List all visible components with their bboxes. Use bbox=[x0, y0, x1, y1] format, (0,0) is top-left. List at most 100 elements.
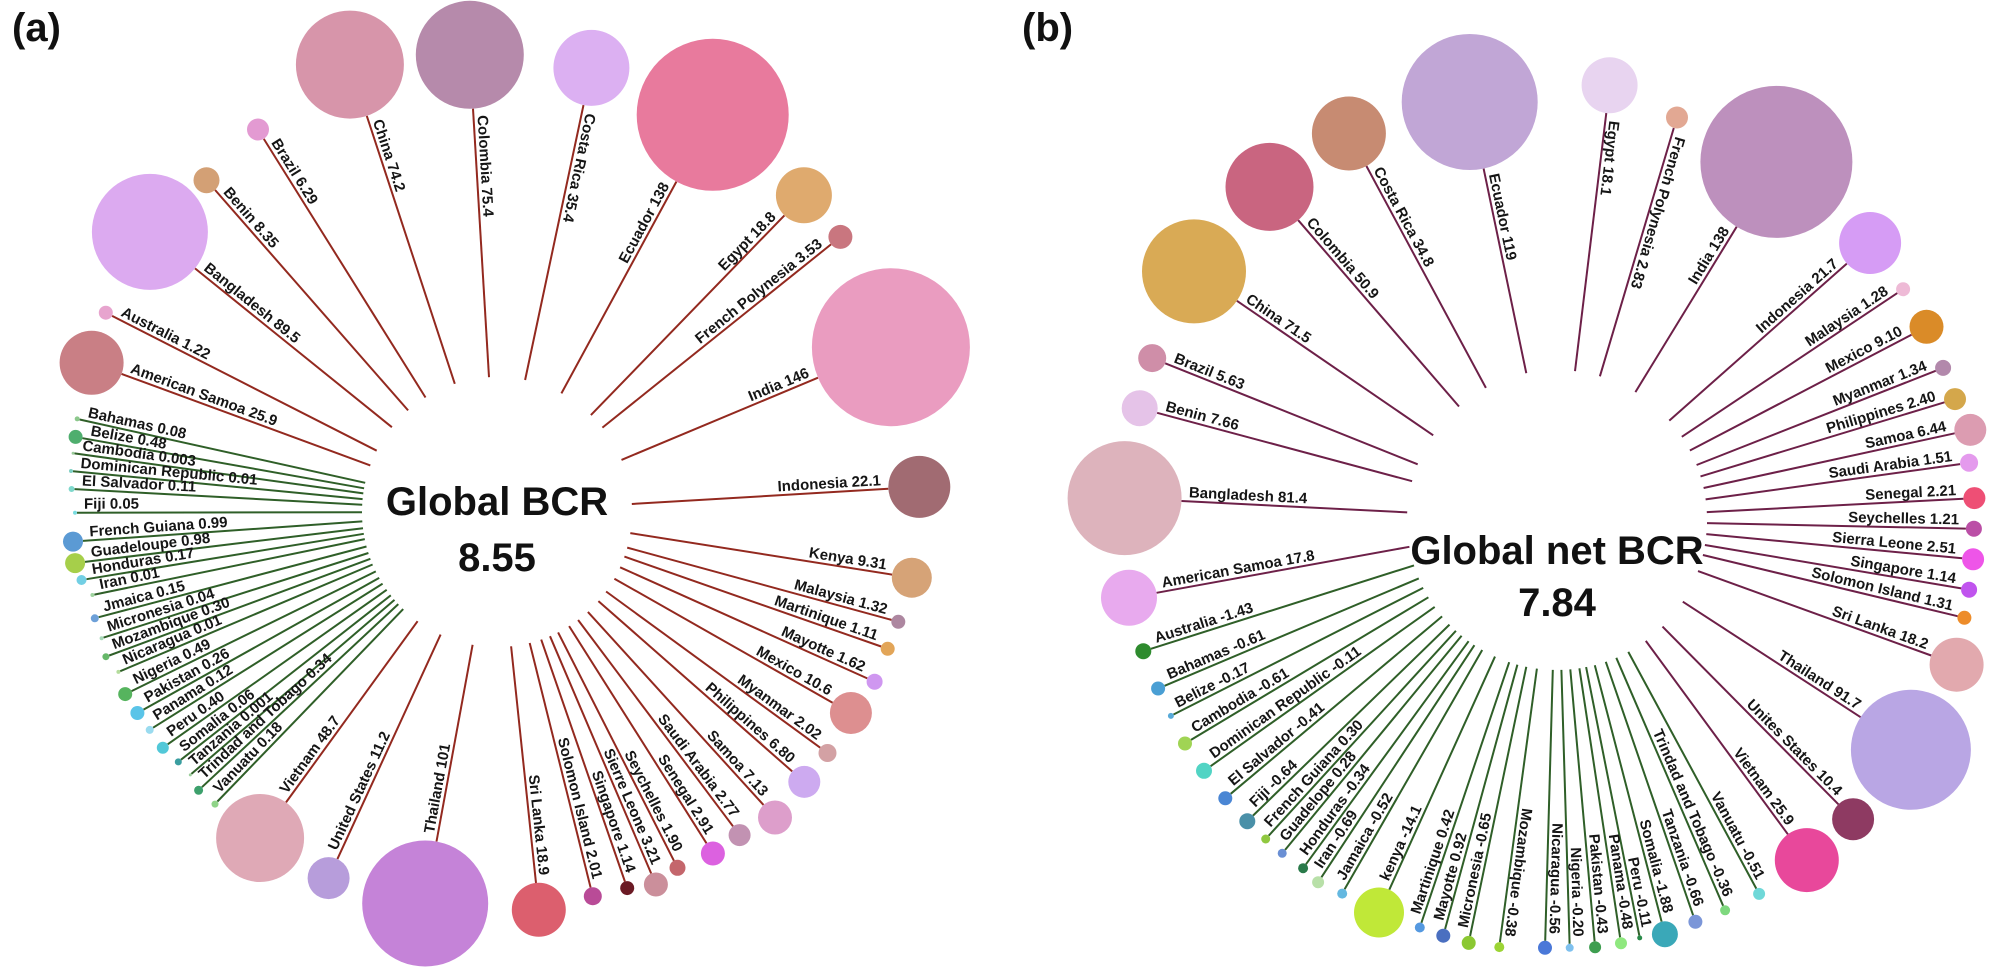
country-bubble bbox=[866, 673, 883, 690]
country-bubble bbox=[174, 758, 182, 766]
country-line bbox=[285, 620, 419, 803]
country-line bbox=[262, 138, 427, 399]
country-bubble bbox=[99, 636, 104, 641]
country-label: Ecuador 138 bbox=[616, 180, 674, 267]
country-bubble bbox=[888, 455, 951, 518]
country-line bbox=[557, 631, 675, 862]
country-bubble bbox=[90, 593, 95, 597]
country-line bbox=[119, 563, 373, 673]
country-bubble bbox=[511, 882, 566, 937]
country-label: Sri Lanka 18.9 bbox=[525, 774, 552, 876]
panel-a-center-value: 8.55 bbox=[458, 536, 536, 580]
country-line bbox=[94, 538, 366, 596]
country-bubble bbox=[68, 429, 83, 444]
country-line bbox=[76, 511, 363, 514]
country-bubble bbox=[307, 857, 350, 900]
country-label: Benin 8.35 bbox=[220, 184, 282, 252]
country-bubble bbox=[74, 416, 80, 422]
panel-a-label: (a) bbox=[12, 6, 61, 50]
country-bubble bbox=[59, 330, 124, 395]
country-line bbox=[121, 372, 371, 467]
country-label: China 74.2 bbox=[369, 117, 409, 194]
country-line bbox=[72, 470, 363, 501]
country-bubble bbox=[194, 785, 204, 795]
country-line bbox=[626, 546, 892, 621]
country-bubble bbox=[145, 725, 154, 734]
country-line bbox=[577, 619, 734, 827]
country-bubble bbox=[829, 692, 872, 734]
country-bubble bbox=[788, 765, 821, 798]
country-bubble bbox=[669, 859, 686, 876]
country-bubble bbox=[91, 173, 208, 290]
country-label: United States 11.2 bbox=[325, 729, 394, 853]
country-line bbox=[624, 555, 882, 648]
country-line bbox=[103, 552, 369, 639]
country-bubble bbox=[758, 800, 792, 835]
country-line bbox=[621, 376, 819, 461]
country-label: Egypt 18.8 bbox=[715, 209, 779, 275]
country-bubble bbox=[553, 29, 630, 106]
country-line bbox=[152, 582, 384, 729]
country-line bbox=[619, 566, 868, 680]
country-label: Colombia 75.4 bbox=[474, 115, 497, 218]
country-bubble bbox=[700, 841, 725, 866]
country-line bbox=[528, 642, 592, 888]
country-line bbox=[597, 600, 793, 773]
country-label: Brazil 6.29 bbox=[268, 136, 322, 208]
country-label: Fiji 0.05 bbox=[84, 496, 139, 513]
country-line bbox=[587, 611, 765, 806]
country-bubble bbox=[102, 653, 110, 661]
country-line bbox=[86, 532, 364, 581]
country-line bbox=[549, 635, 653, 874]
country-line bbox=[74, 488, 363, 506]
country-bubble bbox=[775, 167, 832, 224]
country-line bbox=[365, 115, 456, 385]
country-bubble bbox=[116, 669, 121, 674]
country-label: Kenya 9.31 bbox=[808, 544, 888, 573]
country-bubble bbox=[193, 167, 220, 194]
country-line bbox=[540, 639, 626, 882]
country-line bbox=[167, 588, 388, 746]
country-line bbox=[510, 646, 537, 884]
country-bubble bbox=[247, 118, 269, 141]
country-label: Thailand 101 bbox=[421, 742, 454, 834]
country-line bbox=[74, 452, 364, 495]
country-line bbox=[590, 214, 786, 416]
panel-a-center-title: Global BCR bbox=[385, 480, 609, 524]
country-line bbox=[108, 557, 371, 657]
country-bubble bbox=[728, 824, 751, 847]
country-line bbox=[79, 418, 366, 484]
country-line bbox=[568, 625, 708, 844]
country-bubble bbox=[415, 0, 524, 109]
country-label: Vietnam 48.7 bbox=[276, 713, 344, 797]
country-line bbox=[524, 104, 585, 381]
country-line bbox=[605, 590, 821, 749]
country-bubble bbox=[63, 531, 83, 552]
country-bubbles bbox=[59, 0, 970, 967]
country-bubble bbox=[73, 510, 77, 515]
country-line bbox=[613, 577, 834, 704]
country-line bbox=[214, 189, 409, 412]
country-bubble bbox=[76, 575, 87, 585]
country-bubble bbox=[828, 224, 853, 249]
country-line bbox=[630, 532, 893, 576]
country-bubble bbox=[68, 486, 75, 492]
country-line bbox=[631, 487, 889, 505]
country-bubble bbox=[891, 614, 906, 629]
country-line bbox=[194, 267, 393, 428]
country-bubble bbox=[156, 741, 169, 754]
country-line bbox=[216, 608, 404, 803]
country-label: Costa Rica 35.4 bbox=[559, 112, 599, 225]
country-line bbox=[98, 545, 367, 619]
country-line bbox=[82, 437, 365, 490]
country-bubble bbox=[891, 557, 932, 598]
country-line bbox=[180, 594, 392, 761]
country-line bbox=[84, 527, 364, 563]
country-bubble bbox=[69, 469, 73, 473]
country-line bbox=[472, 108, 490, 378]
panel-b-center-title: Global net BCR bbox=[1410, 529, 1704, 573]
panel-b-label: (b) bbox=[1022, 6, 1074, 50]
country-bubble bbox=[583, 887, 602, 906]
country-bubble bbox=[65, 553, 86, 574]
